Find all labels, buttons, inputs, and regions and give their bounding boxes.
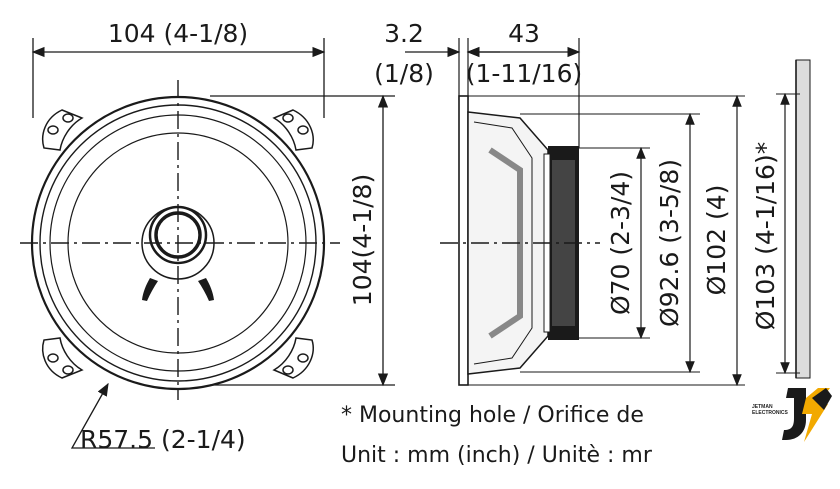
magnet-core [552,160,575,326]
front-height-label: 104(4-1/8) [348,174,377,306]
diameter-92-6-label: Ø92.6 (3-5/8) [655,159,684,327]
cutout-view [776,59,811,379]
mounting-ears [41,109,314,379]
mounting-hole-note: * Mounting hole / Orifice de [341,403,644,428]
front-width-label: 104 (4-1/8) [108,19,248,48]
mounting-flange [458,95,469,386]
diameter-70-label: Ø70 (2-3/4) [606,171,635,315]
basket-inner-contour [473,121,533,365]
total-depth-inch-label: (1-11/16) [466,59,582,88]
radius-label: R57.5 (2-1/4) [80,425,246,454]
total-depth-label: 43 [508,19,540,48]
flange-depth-inch-label: (1/8) [374,59,434,88]
unit-note: Unit : mm (inch) / Unitè : mr [341,443,653,468]
logo-text-line1: JETMAN [752,404,773,410]
radius-leader-line [70,382,155,449]
side-view [405,38,745,387]
logo-text-line2: ELECTRONICS [752,410,789,416]
flange-depth-label: 3.2 [384,19,424,48]
jm-lightning-logo-icon: JETMAN ELECTRONICS [752,388,832,442]
terminal-right [198,278,214,301]
crop-mask [653,398,753,478]
diameter-103-label: Ø103 (4-1/16)* [751,142,780,330]
front-view [20,38,395,449]
mounting-panel-section [795,59,811,379]
diameter-102-label: Ø102 (4) [702,185,731,296]
terminal-left [142,278,158,301]
